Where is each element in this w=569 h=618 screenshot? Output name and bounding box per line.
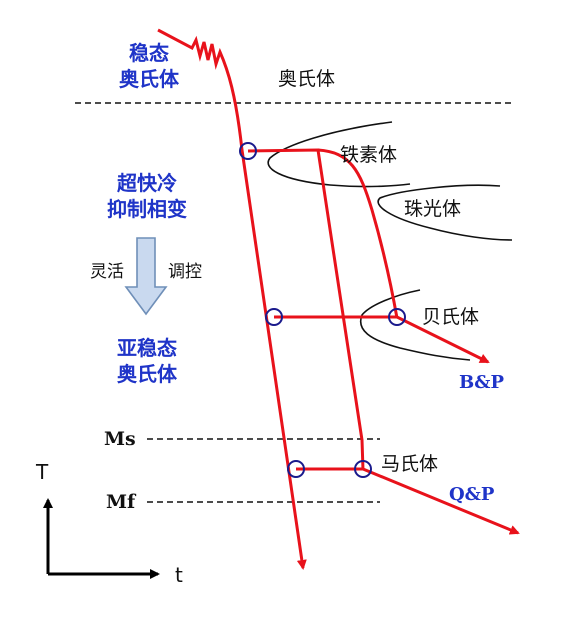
hold-marker-quench-start (287, 460, 305, 478)
x-axis-label: t (175, 563, 183, 587)
control-label: 调控 (168, 262, 202, 282)
main-cooling-path (157, 28, 307, 570)
ferrite-to-bainite-path (317, 148, 399, 319)
qp-label: Q&P (449, 484, 495, 505)
ultrafast-cooling-label: 超快冷 抑制相变 (95, 170, 199, 222)
hold-marker-quench-end (354, 460, 372, 478)
pearlite-c-curve (377, 184, 513, 241)
hold-marker-bainite-end (388, 308, 406, 326)
ferrite-label: 铁素体 (340, 144, 398, 166)
ferrite-c-curve (267, 121, 411, 188)
meta-line1: 亚稳态 (117, 336, 177, 360)
ultrafast-line1: 超快冷 (117, 171, 177, 195)
austenite-label: 奥氏体 (278, 68, 336, 90)
flexible-label: 灵活 (90, 262, 124, 282)
meta-line2: 奥氏体 (117, 362, 177, 386)
hold-marker-bainite-start (265, 308, 283, 326)
bainite-c-curve (359, 289, 471, 361)
mf-label: Mf (106, 491, 136, 513)
bp-label: B&P (459, 372, 504, 393)
ferrite-hold-path (247, 148, 365, 471)
stable-line2: 奥氏体 (119, 67, 179, 91)
ultrafast-line2: 抑制相变 (107, 197, 187, 221)
metastable-austenite-label: 亚稳态 奥氏体 (101, 335, 193, 387)
pearlite-label: 珠光体 (404, 198, 462, 220)
hold-marker-ferrite-start (239, 142, 257, 160)
down-arrow-icon (124, 237, 168, 316)
bainite-label: 贝氏体 (422, 306, 480, 328)
stable-austenite-label: 稳态 奥氏体 (108, 40, 190, 92)
qp-path (296, 467, 520, 535)
martensite-label: 马氏体 (381, 453, 439, 475)
stable-line1: 稳态 (129, 41, 169, 65)
ms-label: Ms (104, 428, 136, 450)
bp-path (274, 315, 490, 364)
y-axis-label: T (36, 460, 49, 484)
